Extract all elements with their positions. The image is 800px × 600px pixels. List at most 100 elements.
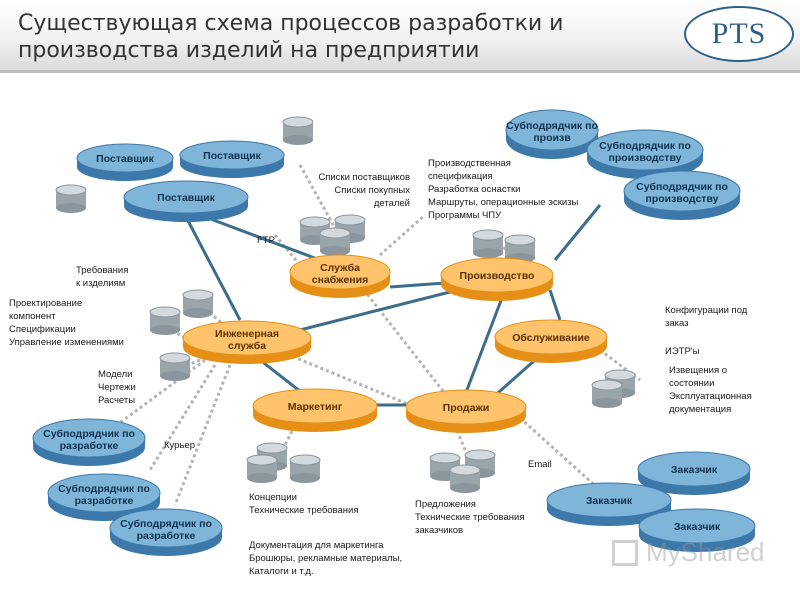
node-label-line: производству bbox=[609, 152, 682, 164]
database-top bbox=[504, 234, 536, 246]
node-top bbox=[546, 482, 672, 518]
node-supplier-2: Поставщик bbox=[179, 140, 285, 178]
solid-link bbox=[553, 204, 602, 261]
node-label-line: Субподрядчик по bbox=[120, 518, 212, 530]
pts-logo: PTS bbox=[684, 6, 794, 62]
database-top bbox=[182, 289, 214, 301]
database-bottom bbox=[247, 473, 277, 483]
node-top bbox=[494, 319, 608, 355]
node-label-line: разработке bbox=[60, 440, 119, 452]
node-customer-1: Заказчик bbox=[637, 451, 751, 495]
database-top bbox=[282, 116, 314, 128]
header-bar bbox=[0, 0, 800, 72]
node-top bbox=[405, 389, 527, 425]
dotted-link bbox=[148, 364, 217, 471]
node-label-line: произв bbox=[533, 132, 571, 144]
database-top bbox=[604, 369, 636, 381]
database-top bbox=[464, 449, 496, 461]
watermark-text: MyShared bbox=[646, 537, 765, 567]
node-label-line: Заказчик bbox=[671, 464, 718, 476]
node-label-line: снабжения bbox=[312, 274, 368, 286]
annotation-requirements: Требования к изделиям bbox=[76, 265, 129, 289]
database-icon bbox=[182, 289, 214, 318]
node-label: Заказчик bbox=[586, 495, 633, 507]
node-label-line: Поставщик bbox=[203, 150, 261, 162]
dotted-link bbox=[358, 284, 452, 401]
node-label-line: Субподрядчик по bbox=[58, 483, 150, 495]
database-top bbox=[319, 227, 351, 239]
database-top bbox=[256, 442, 288, 454]
annotation-config: Конфигурации под заказ bbox=[665, 305, 748, 329]
dotted-link bbox=[453, 424, 467, 451]
node-top bbox=[123, 180, 249, 214]
solid-link bbox=[389, 281, 446, 289]
database-icon bbox=[289, 454, 321, 483]
database-top bbox=[449, 464, 481, 476]
node-label-line: Маркетинг bbox=[288, 401, 343, 413]
solid-link bbox=[199, 213, 321, 262]
solid-connectors bbox=[183, 204, 602, 407]
database-bottom bbox=[450, 483, 480, 493]
node-label-line: Заказчик bbox=[586, 495, 633, 507]
database-icon bbox=[149, 306, 181, 335]
database-icon bbox=[282, 116, 314, 145]
annotation-courier: Курьер bbox=[164, 440, 195, 451]
node-label-line: Субподрядчик по bbox=[636, 181, 728, 193]
database-bottom bbox=[290, 473, 320, 483]
node-top bbox=[638, 508, 756, 544]
node-label: Поставщик bbox=[96, 153, 154, 165]
database-top bbox=[149, 306, 181, 318]
node-top bbox=[637, 451, 751, 487]
node-label-line: Обслуживание bbox=[512, 332, 590, 344]
node-label: Заказчик bbox=[671, 464, 718, 476]
dotted-link bbox=[298, 164, 337, 229]
node-production: Производство bbox=[440, 257, 554, 301]
node-label-line: разработке bbox=[75, 495, 134, 507]
node-top bbox=[252, 388, 378, 424]
node-top bbox=[47, 473, 161, 513]
solid-link bbox=[183, 214, 242, 321]
dotted-link bbox=[518, 416, 602, 492]
node-top bbox=[505, 109, 599, 151]
database-icon bbox=[472, 229, 504, 258]
annotation-ftp: FTP bbox=[257, 235, 275, 246]
database-bottom bbox=[283, 135, 313, 145]
annotation-concepts: Концепции Технические требования bbox=[249, 492, 359, 516]
node-label-line: Субподрядчик по bbox=[506, 120, 598, 132]
node-sales: Продажи bbox=[405, 389, 527, 433]
page-title: Существующая схема процессов разработки … bbox=[18, 11, 564, 63]
node-top bbox=[586, 129, 704, 171]
database-bottom bbox=[183, 308, 213, 318]
header-divider bbox=[0, 70, 800, 73]
database-bottom bbox=[160, 371, 190, 381]
database-top bbox=[159, 352, 191, 364]
node-top bbox=[623, 170, 741, 212]
node-label: Производство bbox=[460, 270, 535, 282]
node-customer-3: Заказчик bbox=[638, 508, 756, 552]
node-label: Продажи bbox=[443, 402, 490, 414]
node-label-line: Продажи bbox=[443, 402, 490, 414]
node-top bbox=[179, 140, 285, 170]
node-label-line: Субподрядчик по bbox=[43, 428, 135, 440]
database-top bbox=[55, 184, 87, 196]
node-label-line: Служба bbox=[320, 262, 360, 274]
node-top bbox=[440, 257, 554, 293]
solid-link bbox=[299, 290, 451, 332]
database-bottom bbox=[150, 325, 180, 335]
node-label-line: Заказчик bbox=[674, 521, 721, 533]
node-service: Обслуживание bbox=[494, 319, 608, 363]
database-icon bbox=[55, 184, 87, 213]
database-top bbox=[591, 379, 623, 391]
